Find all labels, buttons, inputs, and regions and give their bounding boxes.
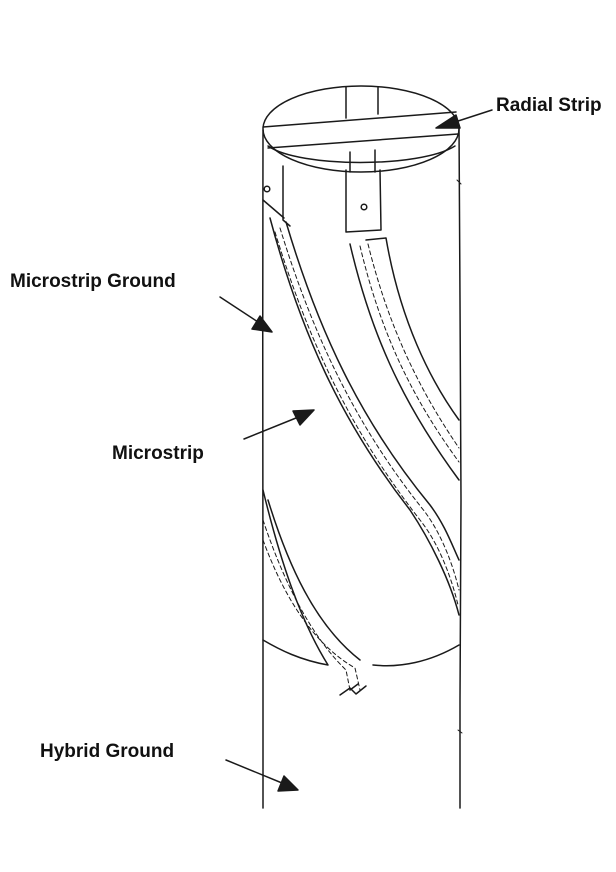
microstrip-ground-band-left <box>269 217 460 616</box>
microstrip-arrow <box>243 409 315 440</box>
radial-strip <box>262 111 457 128</box>
hybrid-ground-cylinder <box>261 124 463 809</box>
microstrip-ground-label: Microstrip Ground <box>10 271 176 292</box>
microstrip-band-right <box>349 237 460 481</box>
hybrid-ground-label: Hybrid Ground <box>40 741 175 762</box>
top-cap <box>262 85 460 173</box>
microstrip-band-lower <box>262 489 460 696</box>
microstrip-ground-arrow <box>219 296 273 333</box>
microstrip-label: Microstrip <box>112 443 204 464</box>
feed-tabs <box>262 165 382 233</box>
hybrid-ground-arrow <box>225 759 299 792</box>
radial-strip-arrow <box>435 109 493 129</box>
radial-strip-label: Radial Strip <box>496 95 602 116</box>
